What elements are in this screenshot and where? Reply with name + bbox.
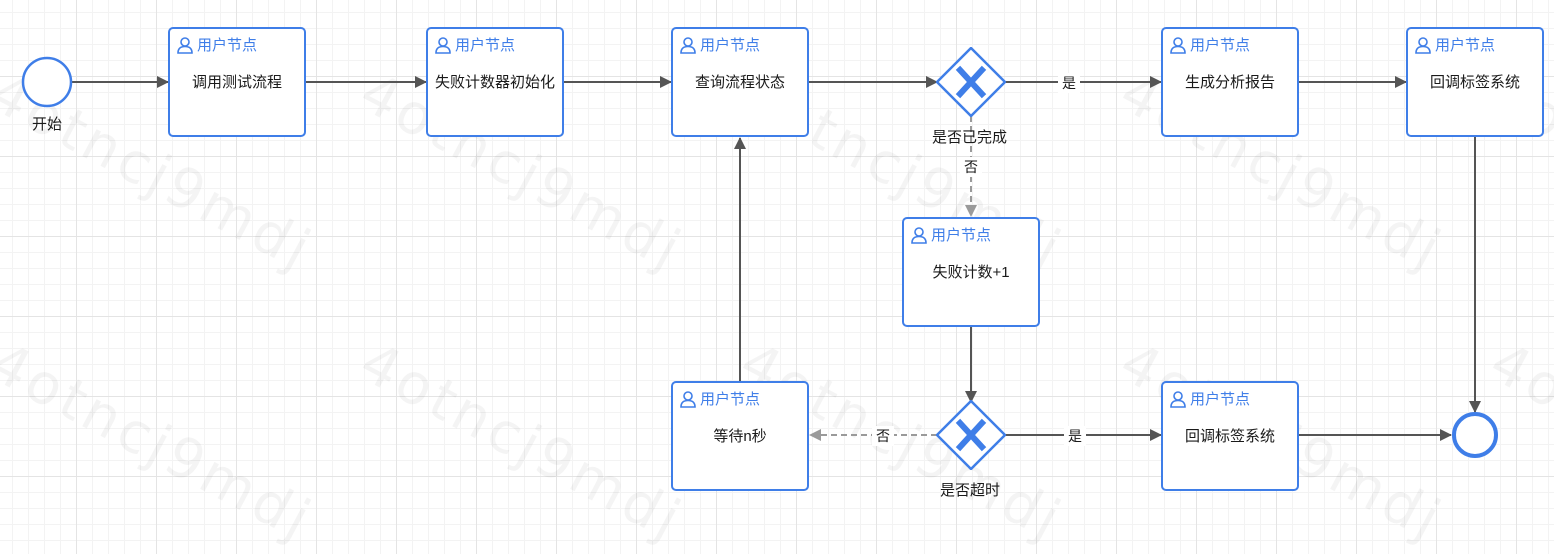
task-header: 用户节点 [176,34,257,55]
user-icon [177,36,193,54]
task-label: 查询流程状态 [694,74,785,91]
edge-label-no-completed: 否 [960,157,982,177]
task-query-flow-status[interactable]: 用户节点 查询流程状态 [671,27,809,137]
task-callback-tag-system-bottom[interactable]: 用户节点 回调标签系统 [1161,381,1299,491]
exclusive-gateway-completed[interactable] [936,47,1006,117]
start-event[interactable] [21,56,73,108]
task-header-label: 用户节点 [1190,37,1251,54]
task-header: 用户节点 [1414,34,1495,55]
user-icon [1170,36,1186,54]
task-label: 失败计数器初始化 [434,74,555,91]
task-init-fail-counter[interactable]: 用户节点 失败计数器初始化 [426,27,564,137]
task-header-label: 用户节点 [455,37,516,54]
task-header: 用户节点 [1169,34,1250,55]
task-wait-n-seconds[interactable]: 用户节点 等待n秒 [671,381,809,491]
task-fail-count-increment[interactable]: 用户节点 失败计数+1 [902,217,1040,327]
x-icon [955,65,987,99]
user-icon [435,36,451,54]
task-label: 失败计数+1 [932,264,1010,281]
edge-label-no-timeout: 否 [872,426,894,446]
user-icon [680,36,696,54]
gateway-label-completed: 是否已完成 [932,129,1008,146]
x-icon [955,418,987,452]
end-event[interactable] [1452,412,1498,458]
task-header: 用户节点 [910,224,991,245]
task-header-label: 用户节点 [1435,37,1496,54]
task-call-test-flow[interactable]: 用户节点 调用测试流程 [168,27,306,137]
task-header-label: 用户节点 [1190,391,1251,408]
task-label: 生成分析报告 [1184,74,1275,91]
edge-label-yes-timeout: 是 [1064,426,1086,446]
gateway-label-timeout: 是否超时 [940,482,1001,499]
task-header: 用户节点 [679,34,760,55]
task-header: 用户节点 [434,34,515,55]
task-header: 用户节点 [679,388,760,409]
user-icon [911,226,927,244]
task-label: 等待n秒 [713,428,767,445]
task-label: 调用测试流程 [191,74,282,91]
user-icon [680,390,696,408]
exclusive-gateway-timeout[interactable] [936,400,1006,470]
task-generate-report[interactable]: 用户节点 生成分析报告 [1161,27,1299,137]
task-header-label: 用户节点 [931,227,992,244]
task-header: 用户节点 [1169,388,1250,409]
edge-label-yes-completed: 是 [1058,73,1080,93]
task-header-label: 用户节点 [700,391,761,408]
task-header-label: 用户节点 [700,37,761,54]
user-icon [1415,36,1431,54]
task-label: 回调标签系统 [1429,74,1520,91]
start-event-label: 开始 [32,116,63,133]
task-callback-tag-system-top[interactable]: 用户节点 回调标签系统 [1406,27,1544,137]
user-icon [1170,390,1186,408]
task-header-label: 用户节点 [197,37,258,54]
task-label: 回调标签系统 [1184,428,1275,445]
